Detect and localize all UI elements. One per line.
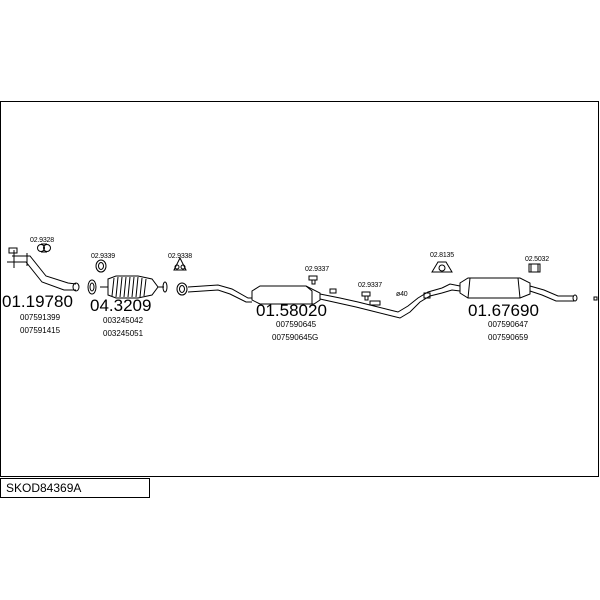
fitting-code: 02.9339: [91, 253, 115, 260]
mounting-bracket-drawing: [431, 261, 453, 273]
intermediate-pipe-drawing: [187, 284, 252, 303]
catalytic-converter-drawing: [100, 275, 168, 299]
part-reference: 007590645G: [272, 333, 318, 342]
hanger-bracket-drawing: [528, 263, 541, 273]
part-reference: 003245051: [103, 329, 144, 338]
front-pipe-drawing: [7, 247, 80, 292]
rear-pipe-drawing: [387, 283, 461, 319]
gasket-drawing: [87, 259, 107, 295]
diagram-frame: [0, 101, 599, 477]
hanger-drawing: [173, 256, 187, 271]
diagram-code-box: SKOD84369A: [0, 478, 150, 498]
clamp-drawing: [37, 243, 51, 253]
part-code: 01.67690: [468, 301, 539, 320]
part-code: 01.58020: [256, 301, 327, 320]
diagram-code: SKOD84369A: [6, 481, 82, 495]
fitting-code: 02.8135: [430, 252, 454, 259]
part-code: 04.3209: [90, 296, 151, 315]
part-reference: 007591399: [20, 313, 61, 322]
part-code: 01.19780: [2, 292, 73, 311]
fitting-code: 02.9337: [358, 282, 382, 289]
fitting-code: 02.9337: [305, 266, 329, 273]
pipe-diameter-note: ø40: [396, 291, 408, 298]
part-reference: 007590647: [488, 320, 529, 329]
part-reference: 007590645: [276, 320, 317, 329]
fitting-code: 02.5032: [525, 256, 549, 263]
rear-silencer-drawing: [459, 277, 578, 302]
rubber-mount-drawing: [308, 275, 371, 301]
fitting-code: 02.9328: [30, 237, 54, 244]
fitting-code: 02.9338: [168, 253, 192, 260]
part-reference: 003245042: [103, 316, 144, 325]
part-reference: 007590659: [488, 333, 529, 342]
middle-silencer-drawing: [251, 285, 391, 316]
part-reference: 007591415: [20, 326, 61, 335]
